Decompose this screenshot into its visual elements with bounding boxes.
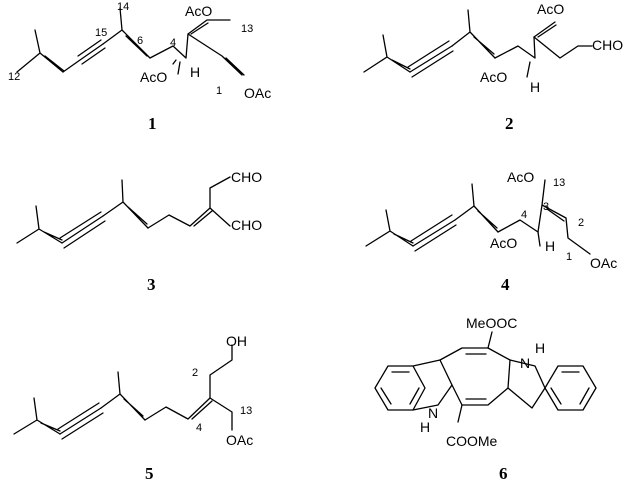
group-text: AcO xyxy=(537,1,564,17)
compound-label: 4 xyxy=(501,275,510,294)
locant: 1 xyxy=(566,251,572,263)
locant: 1 xyxy=(216,85,222,97)
group-text: AcO xyxy=(490,235,517,251)
locant: 15 xyxy=(95,27,107,39)
group-text: AcO xyxy=(140,69,167,85)
group-text: OAc xyxy=(226,432,253,448)
group-text: AcO xyxy=(480,69,507,85)
compound-5-structure: OH OAc 2 13 4 5 xyxy=(13,333,253,482)
compound-1-structure: 15 12 14 6 4 13 1 AcO AcO OAc H 1 xyxy=(8,1,271,133)
compound-label: 1 xyxy=(148,114,157,133)
compound-label: 6 xyxy=(499,464,508,482)
locant: 4 xyxy=(521,209,527,221)
locant: 2 xyxy=(578,217,584,229)
compound-3-structure: CHO CHO 3 xyxy=(16,169,262,294)
group-text: CHO xyxy=(592,37,623,53)
group-text: CHO xyxy=(231,217,262,233)
group-text: MeOOC xyxy=(466,315,517,331)
locant: 4 xyxy=(170,37,176,49)
group-text: H xyxy=(190,64,200,80)
locant: 14 xyxy=(117,1,129,13)
locant: 13 xyxy=(553,177,565,189)
locant: 2 xyxy=(192,367,198,379)
group-text: CHO xyxy=(231,169,262,185)
locant: 12 xyxy=(8,71,20,83)
locant: 4 xyxy=(196,422,202,434)
locant: 13 xyxy=(240,405,252,417)
group-text: N xyxy=(428,405,438,421)
group-text: H xyxy=(530,79,540,95)
compound-label: 3 xyxy=(147,275,156,294)
group-text: OAc xyxy=(244,85,271,101)
group-text: N xyxy=(520,355,530,371)
locant: 3 xyxy=(543,201,549,213)
locant: 13 xyxy=(241,23,253,35)
compound-label: 5 xyxy=(145,464,154,482)
group-text: AcO xyxy=(185,3,212,19)
group-text: H xyxy=(420,419,430,435)
group-text: OAc xyxy=(590,255,617,271)
compound-label: 2 xyxy=(505,114,514,133)
group-text: COOMe xyxy=(446,433,498,449)
compound-4-structure: AcO AcO OAc H 13 3 4 2 1 4 xyxy=(365,169,617,294)
compound-2-structure: AcO CHO AcO H 2 xyxy=(363,1,623,133)
group-text: H xyxy=(545,238,555,254)
group-text: H xyxy=(535,340,545,356)
compound-6-structure: MeOOC H N H N COOMe 6 xyxy=(374,315,597,482)
locant: 6 xyxy=(137,35,143,47)
group-text: AcO xyxy=(507,169,534,185)
group-text: OH xyxy=(226,333,247,349)
